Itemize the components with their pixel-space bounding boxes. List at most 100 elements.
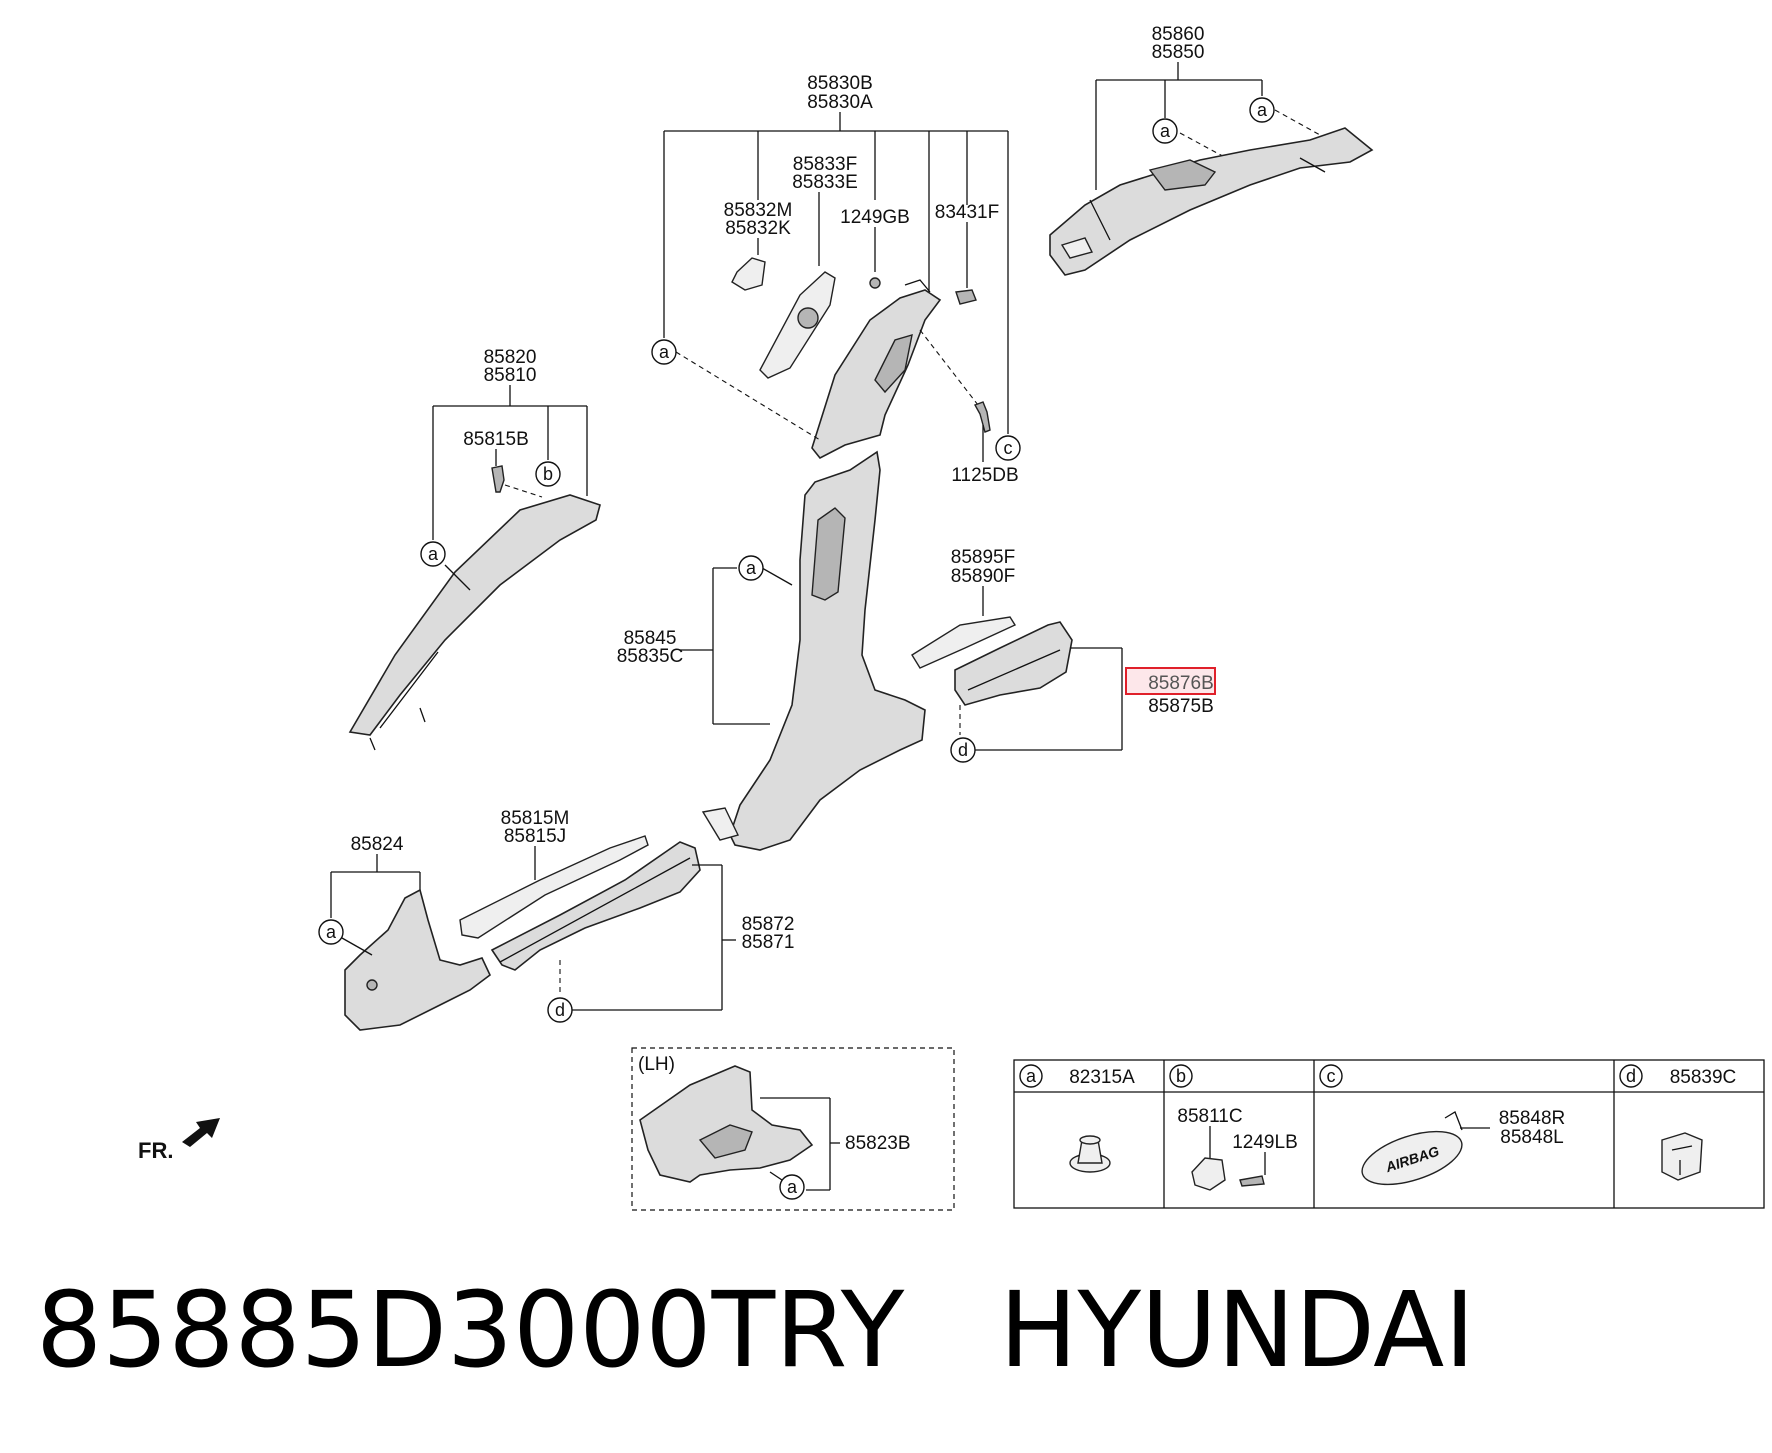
legend-a-part[interactable]: 82315A: [1069, 1067, 1135, 1088]
label-85895F[interactable]: 85895F: [951, 547, 1015, 568]
label-85815B[interactable]: 85815B: [463, 429, 529, 450]
caption-brand: HYUNDAI: [999, 1269, 1475, 1391]
legend-c-letter: c: [1327, 1066, 1336, 1086]
label-85815M[interactable]: 85815M: [501, 808, 570, 829]
part-85833F-hole: [797, 307, 819, 329]
label-85824[interactable]: 85824: [351, 834, 404, 855]
highlight-box-85876B[interactable]: [1125, 667, 1216, 695]
part-85824-clip: [366, 979, 378, 991]
legend-a-circle: [1019, 1064, 1043, 1088]
label-85830B[interactable]: 85830B: [807, 73, 873, 94]
part-group-85860: 85860 85850 a a: [1049, 24, 1374, 276]
label-lh: (LH): [638, 1054, 675, 1075]
label-85832M[interactable]: 85832M: [724, 200, 793, 221]
callout-c-circle[interactable]: [995, 435, 1021, 461]
lh-inset: (LH) 85823B a: [631, 1047, 955, 1211]
legend-d-letter: d: [1626, 1066, 1636, 1086]
part-85823B-pocket: [698, 1124, 753, 1159]
part-85848R-badge: AIRBAG: [1361, 1111, 1463, 1186]
label-85890F[interactable]: 85890F: [951, 566, 1015, 587]
callout-d-letter: d: [958, 740, 968, 760]
part-85820-a-pillar: [348, 494, 601, 736]
legend-d-part[interactable]: 85839C: [1670, 1067, 1737, 1088]
label-85830A[interactable]: 85830A: [807, 92, 873, 113]
label-85860[interactable]: 85860: [1152, 24, 1205, 45]
part-1249GB-clip: [869, 277, 881, 289]
legend-b-letter: b: [1176, 1066, 1186, 1086]
label-85872[interactable]: 85872: [742, 914, 795, 935]
label-85823B[interactable]: 85823B: [845, 1133, 911, 1154]
label-fr: FR.: [138, 1138, 173, 1163]
part-85811C-clip: [1191, 1157, 1226, 1191]
callout-a-circle[interactable]: [318, 919, 344, 945]
callout-d-letter: d: [555, 1000, 565, 1020]
part-83431F-clip: [955, 289, 977, 305]
part-85823B-trim: [639, 1065, 814, 1183]
part-group-85820: 85820 85810 85815B a b: [348, 347, 601, 751]
legend-table: a 82315A b 85811C 1249LB c 85848R 85848L…: [1013, 1059, 1765, 1209]
callout-a-letter: a: [428, 544, 439, 564]
callout-a-letter: a: [746, 558, 757, 578]
front-indicator: FR.: [138, 1118, 220, 1163]
legend-c-part2[interactable]: 85848L: [1500, 1127, 1563, 1148]
callout-c-letter: c: [1004, 438, 1013, 458]
part-85845-window: [811, 507, 846, 601]
callout-a-letter: a: [1257, 100, 1268, 120]
label-85845[interactable]: 85845: [624, 628, 677, 649]
callout-a-circle[interactable]: [1152, 118, 1178, 144]
front-arrow-icon: [182, 1118, 220, 1147]
callout-d-circle[interactable]: [950, 737, 976, 763]
callout-a-circle[interactable]: [420, 541, 446, 567]
part-group-85872: 85815M 85815J 85872 85871 d: [459, 808, 795, 1023]
part-85845-foot: [701, 807, 739, 841]
legend-b-circle: [1169, 1064, 1193, 1088]
part-85845-lower-b-pillar: [729, 450, 926, 851]
label-85835C[interactable]: 85835C: [617, 646, 684, 667]
callout-a-circle[interactable]: [1249, 97, 1275, 123]
part-85860-tab: [1060, 237, 1094, 259]
label-85875B[interactable]: 85875B: [1148, 696, 1214, 717]
legend-c-circle: [1319, 1064, 1343, 1088]
part-85833F-plate: [759, 271, 836, 379]
callout-a-letter: a: [659, 342, 670, 362]
callout-a-letter: a: [787, 1177, 798, 1197]
lh-inset-frame: [631, 1047, 955, 1211]
callout-a-circle[interactable]: [738, 555, 764, 581]
legend-frame: [1013, 1059, 1765, 1209]
part-85839C-clip: [1661, 1132, 1703, 1181]
callout-d-circle[interactable]: [547, 997, 573, 1023]
part-85830B-vent: [874, 334, 913, 394]
label-85850[interactable]: 85850: [1152, 42, 1205, 63]
label-1249GB[interactable]: 1249GB: [840, 207, 910, 228]
label-85815J[interactable]: 85815J: [504, 826, 566, 847]
part-85815M-strip: [459, 835, 649, 939]
part-group-85830: 85830B 85830A 85833F 85833E 85832M 85832…: [651, 73, 1021, 486]
legend-b-part2[interactable]: 1249LB: [1232, 1132, 1298, 1153]
legend-c-part1[interactable]: 85848R: [1499, 1108, 1566, 1129]
part-group-85875: 85895F 85890F 85876B 85875B d: [911, 547, 1216, 763]
label-85820[interactable]: 85820: [484, 347, 537, 368]
part-group-85824: 85824 a: [318, 834, 492, 1031]
callout-a-letter: a: [326, 922, 337, 942]
part-85860-trim: [1049, 127, 1374, 276]
label-85871[interactable]: 85871: [742, 932, 795, 953]
label-85810[interactable]: 85810: [484, 365, 537, 386]
label-85833F[interactable]: 85833F: [793, 154, 857, 175]
part-85895F-strip: [911, 616, 1017, 669]
legend-b-part1[interactable]: 85811C: [1177, 1106, 1242, 1127]
label-85832K[interactable]: 85832K: [725, 218, 791, 239]
caption: 85885D3000TRY HYUNDAI: [36, 1269, 1475, 1391]
part-82315A-clip: [1069, 1135, 1111, 1173]
callout-b-circle[interactable]: [535, 461, 561, 487]
callout-a-letter: a: [1160, 121, 1171, 141]
callout-a-circle[interactable]: [779, 1174, 805, 1200]
part-85824-kick-trim: [344, 888, 492, 1031]
legend-d-circle: [1619, 1064, 1643, 1088]
label-85876B[interactable]: 85876B: [1148, 673, 1214, 694]
callout-a-circle[interactable]: [651, 339, 677, 365]
label-85833E[interactable]: 85833E: [792, 172, 858, 193]
label-1125DB[interactable]: 1125DB: [951, 465, 1018, 486]
caption-part-number: 85885D3000TRY: [36, 1269, 905, 1391]
label-83431F[interactable]: 83431F: [935, 202, 999, 223]
